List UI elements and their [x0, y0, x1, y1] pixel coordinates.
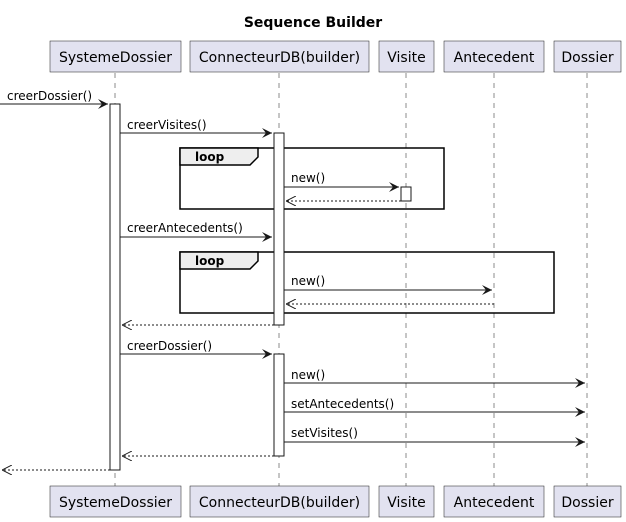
diagram-title: Sequence Builder	[244, 15, 382, 31]
participant-label-antecedent: Antecedent	[454, 50, 535, 66]
participant-label-dossier: Dossier	[561, 50, 613, 66]
participants-bottom: SystemeDossier ConnecteurDB(builder) Vis…	[49, 485, 622, 518]
participant-label-systemedossier: SystemeDossier	[59, 50, 172, 66]
message-label-8: setAntecedents()	[291, 397, 394, 411]
participant-box-dossier-bottom	[553, 485, 622, 518]
participant-label-connecteurdb-bottom: ConnecteurDB(builder)	[199, 495, 360, 511]
activation-connecteurdb-1	[273, 132, 285, 326]
message-label-2: creerVisites()	[127, 118, 207, 132]
message-label-3: new()	[291, 171, 325, 185]
activation-systemedossier	[109, 103, 121, 471]
participant-label-visite-bottom: Visite	[387, 495, 425, 511]
participant-box-systemedossier	[49, 40, 182, 73]
participant-box-visite-bottom	[378, 485, 435, 518]
loop-label-2: loop	[195, 254, 225, 268]
participant-box-visite	[378, 40, 435, 73]
loop-fragment-2: loop	[179, 251, 555, 314]
participant-box-connecteurdb-bottom	[189, 485, 370, 518]
activation-visite	[400, 186, 412, 202]
participant-label-dossier-bottom: Dossier	[561, 495, 613, 511]
activations	[109, 103, 412, 471]
message-label-7: new()	[291, 368, 325, 382]
loop-fragment-1: loop	[179, 147, 445, 210]
activation-connecteurdb-2	[273, 353, 285, 457]
participant-label-visite: Visite	[387, 50, 425, 66]
messages: creerDossier() creerVisites() new() cree…	[0, 89, 585, 470]
message-label-4: creerAntecedents()	[127, 221, 243, 235]
message-label-6: creerDossier()	[127, 339, 212, 353]
participant-box-systemedossier-bottom	[49, 485, 182, 518]
participant-label-antecedent-bottom: Antecedent	[454, 495, 535, 511]
participant-box-dossier	[553, 40, 622, 73]
participant-box-antecedent	[443, 40, 545, 73]
participants-top: SystemeDossier ConnecteurDB(builder) Vis…	[49, 40, 622, 73]
loop-label-1: loop	[195, 150, 225, 164]
lifelines	[114, 73, 588, 486]
participant-box-connecteurdb	[189, 40, 370, 73]
message-label-1: creerDossier()	[7, 89, 92, 103]
participant-box-antecedent-bottom	[443, 485, 545, 518]
message-label-9: setVisites()	[291, 426, 358, 440]
participant-label-connecteurdb: ConnecteurDB(builder)	[199, 50, 360, 66]
participant-label-systemedossier-bottom: SystemeDossier	[59, 495, 172, 511]
message-label-5: new()	[291, 274, 325, 288]
